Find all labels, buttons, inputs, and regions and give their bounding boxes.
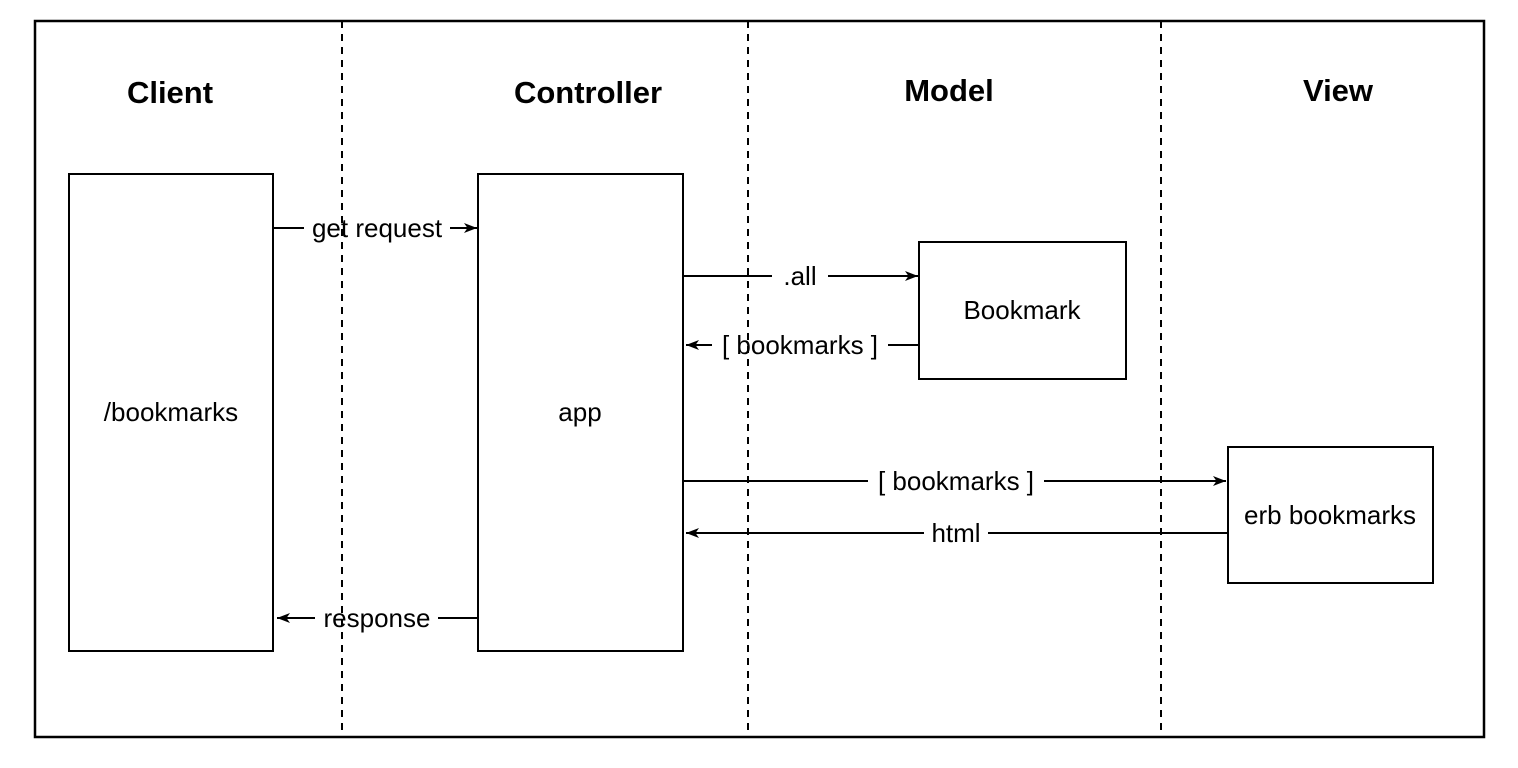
lane-heading-controller: Controller (514, 75, 662, 110)
message-all: .all (683, 261, 918, 291)
message-bookmarks-to-view-label: [ bookmarks ] (878, 466, 1034, 496)
controller-box-label: app (558, 397, 601, 427)
view-node: erb bookmarks (1227, 446, 1434, 584)
client-node: /bookmarks (68, 173, 274, 652)
lane-heading-view: View (1303, 73, 1374, 108)
client-box (68, 173, 274, 652)
message-bookmarks-return-label: [ bookmarks ] (722, 330, 878, 360)
message-bookmarks-to-view: [ bookmarks ] (683, 466, 1226, 496)
model-box (918, 241, 1127, 380)
model-node: Bookmark (918, 241, 1127, 380)
diagram-border (33, 19, 1486, 739)
message-html-label: html (931, 518, 980, 548)
message-html: html (686, 518, 1228, 548)
client-box-label: /bookmarks (104, 397, 238, 427)
model-box-label: Bookmark (963, 295, 1081, 325)
lane-heading-client: Client (127, 75, 213, 110)
view-box (1227, 446, 1434, 584)
message-all-label: .all (783, 261, 816, 291)
lane-heading-model: Model (904, 73, 994, 108)
message-get-request: get request (273, 213, 477, 243)
view-box-label: erb bookmarks (1244, 500, 1416, 530)
message-response-label: response (324, 603, 431, 633)
message-bookmarks-return: [ bookmarks ] (686, 330, 919, 360)
message-get-request-label: get request (312, 213, 443, 243)
message-response: response (277, 603, 478, 633)
controller-node: app (477, 173, 684, 652)
controller-box (477, 173, 684, 652)
